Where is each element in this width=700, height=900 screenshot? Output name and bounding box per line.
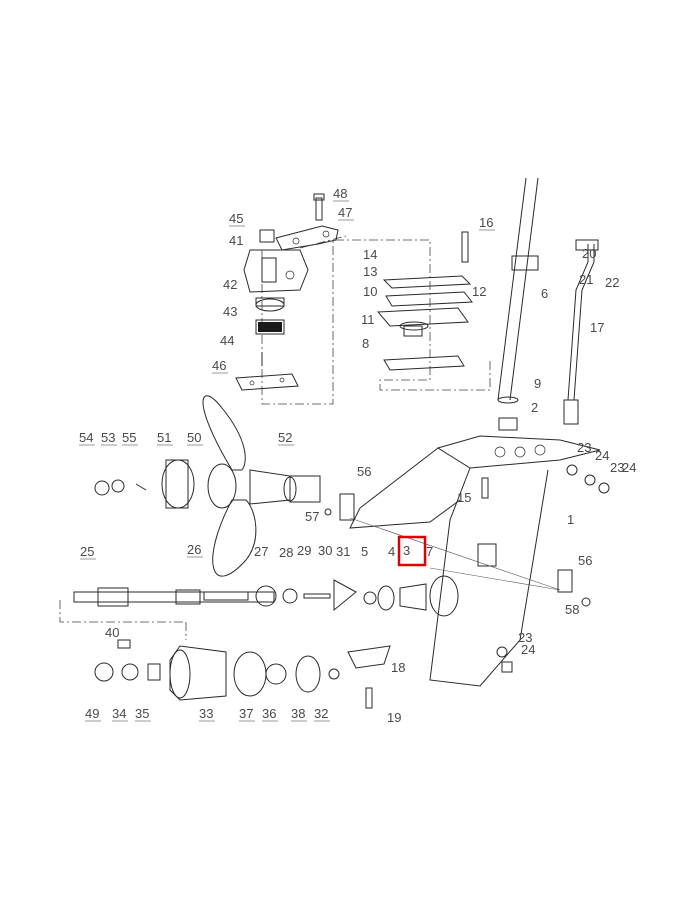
callout-16: 16 — [479, 215, 493, 230]
callout-17: 17 — [590, 320, 604, 335]
callout-41: 41 — [229, 233, 243, 248]
callout-53: 53 — [101, 430, 115, 445]
callout-45: 45 — [229, 211, 243, 226]
callout-24c: 24 — [521, 642, 535, 657]
callout-46: 46 — [212, 358, 226, 373]
pump-housing-group — [235, 193, 339, 391]
gearcase-housing — [349, 435, 601, 687]
callout-48: 48 — [333, 186, 347, 201]
callout-23a: 23 — [577, 440, 591, 455]
callout-36: 36 — [262, 706, 276, 721]
callout-2: 2 — [531, 400, 538, 415]
callout-47: 47 — [338, 205, 352, 220]
callout-18: 18 — [391, 660, 405, 675]
callout-29: 29 — [297, 543, 311, 558]
callout-34: 34 — [112, 706, 126, 721]
callout-22: 22 — [605, 275, 619, 290]
callout-4: 4 — [388, 544, 395, 559]
callout-40: 40 — [105, 625, 119, 640]
callout-57: 57 — [305, 509, 319, 524]
callout-38: 38 — [291, 706, 305, 721]
callout-54: 54 — [79, 430, 93, 445]
callout-35: 35 — [135, 706, 149, 721]
callout-14: 14 — [363, 247, 377, 262]
driveshaft-shiftrod — [497, 177, 599, 431]
highlight-box — [397, 535, 427, 567]
callout-51: 51 — [157, 430, 171, 445]
callout-58: 58 — [565, 602, 579, 617]
callout-labels: 1 2 3 4 5 6 7 8 9 10 11 12 13 14 15 16 1… — [79, 186, 636, 725]
callout-9: 9 — [534, 376, 541, 391]
callout-32: 32 — [314, 706, 328, 721]
callout-24b: 24 — [622, 460, 636, 475]
callout-23c: 23 — [518, 630, 532, 645]
propshaft-assembly — [73, 575, 459, 617]
callout-37: 37 — [239, 706, 253, 721]
callout-52: 52 — [278, 430, 292, 445]
callout-10: 10 — [363, 284, 377, 299]
propeller-group — [94, 395, 321, 577]
callout-49: 49 — [85, 706, 99, 721]
callout-28: 28 — [279, 545, 293, 560]
callout-26: 26 — [187, 542, 201, 557]
callout-50: 50 — [187, 430, 201, 445]
callout-5: 5 — [361, 544, 368, 559]
housing-hardware — [324, 464, 610, 709]
callout-7: 7 — [426, 544, 433, 559]
callout-13: 13 — [363, 264, 377, 279]
wear-plate-stack — [376, 231, 474, 371]
callout-15: 15 — [457, 490, 471, 505]
callout-44: 44 — [220, 333, 234, 348]
bearing-carrier-group — [94, 639, 340, 701]
callout-30: 30 — [318, 543, 332, 558]
callout-27: 27 — [254, 544, 268, 559]
label-underlines — [79, 200, 495, 722]
callout-25: 25 — [80, 544, 94, 559]
callout-42: 42 — [223, 277, 237, 292]
callout-20: 20 — [582, 246, 596, 261]
callout-56a: 56 — [357, 464, 371, 479]
callout-31: 31 — [336, 544, 350, 559]
callout-55: 55 — [122, 430, 136, 445]
callout-3: 3 — [403, 543, 410, 558]
callout-8: 8 — [362, 336, 369, 351]
callout-23b: 23 — [610, 460, 624, 475]
callout-24a: 24 — [595, 448, 609, 463]
callout-1: 1 — [567, 512, 574, 527]
callout-33: 33 — [199, 706, 213, 721]
callout-21: 21 — [579, 272, 593, 287]
callout-11: 11 — [361, 312, 375, 327]
callout-19: 19 — [387, 710, 401, 725]
callout-56b: 56 — [578, 553, 592, 568]
callout-6: 6 — [541, 286, 548, 301]
callout-43: 43 — [223, 304, 237, 319]
callout-12: 12 — [472, 284, 486, 299]
